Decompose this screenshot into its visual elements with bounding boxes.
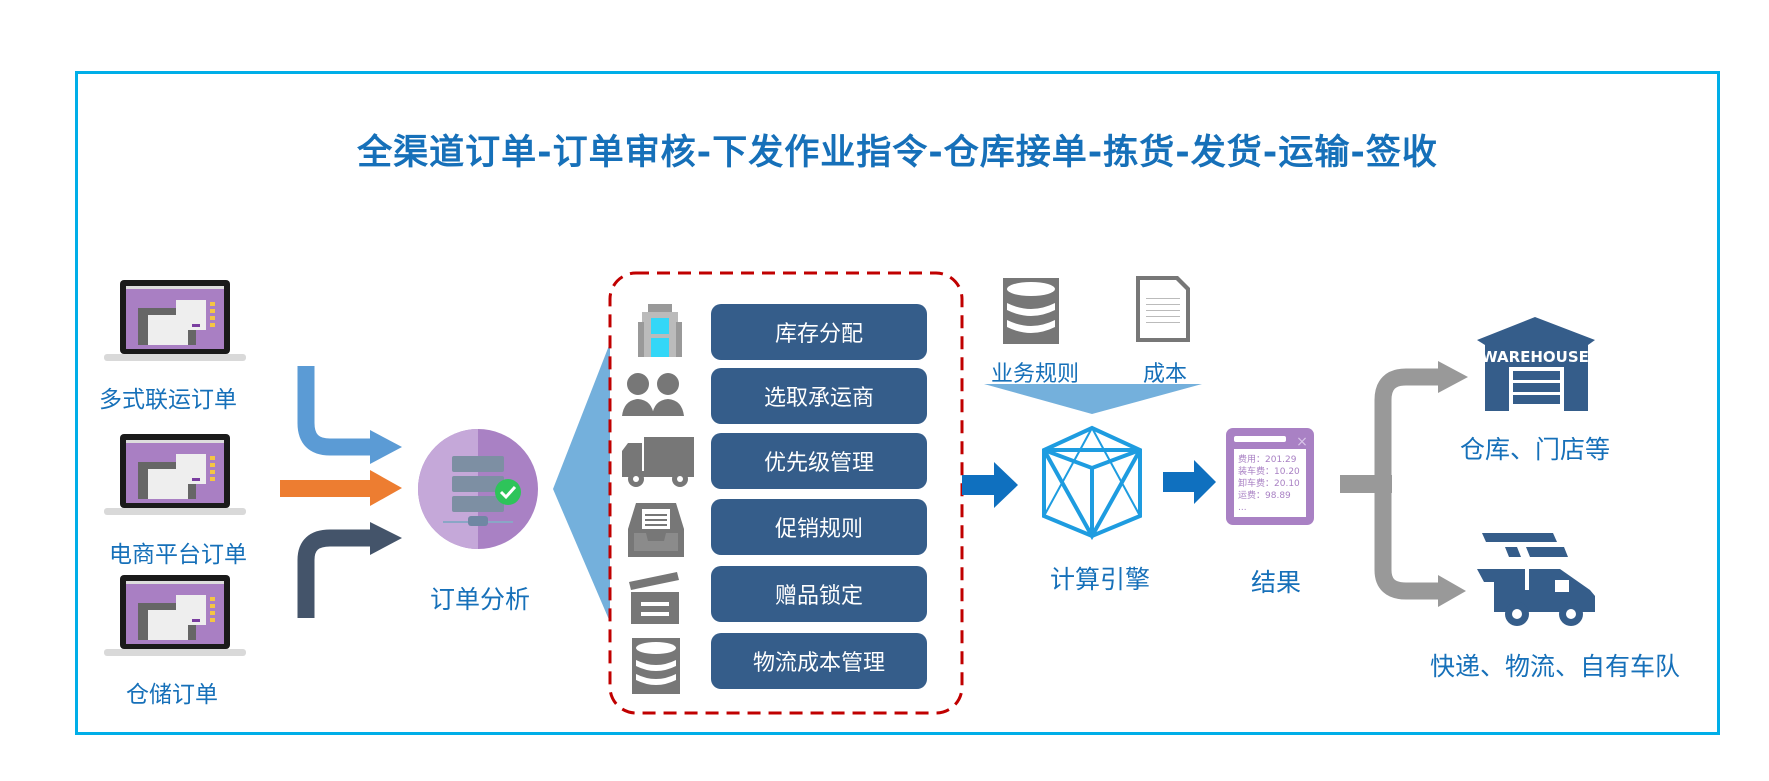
document-icon — [1136, 276, 1190, 342]
output-arrow-up — [1374, 368, 1450, 490]
analysis-label: 订单分析 — [429, 585, 531, 614]
result-line: 卸车费：20.10 — [1238, 477, 1300, 489]
flow-arrowhead-to-engine — [994, 462, 1018, 508]
flow-arrowhead-dark — [370, 522, 402, 555]
flow-arrow-orange — [280, 480, 380, 497]
output-label: 仓库、门店等 — [1459, 435, 1611, 464]
task-button[interactable]: 赠品锁定 — [711, 566, 927, 622]
result-line: 费用：201.29 — [1238, 453, 1297, 465]
diagram-title: 全渠道订单-订单审核-下发作业指令-仓库接单-拣货-发货-运输-签收 — [357, 133, 1438, 173]
result-line: 装车费：10.20 — [1238, 465, 1300, 477]
source-laptop-icon — [104, 434, 246, 515]
delivery-truck-icon — [1477, 533, 1595, 626]
task-button[interactable]: 库存分配 — [711, 304, 927, 360]
output-arrowhead-down — [1438, 575, 1466, 607]
source-laptop-icon — [104, 280, 246, 361]
warehouse-icon: WAREHOUSE — [1477, 317, 1595, 411]
flow-arrowhead-to-result — [1194, 460, 1216, 504]
input-label: 业务规则 — [990, 362, 1080, 387]
source-label: 仓储订单 — [126, 682, 218, 708]
output-arrow-down — [1374, 480, 1450, 600]
source-label: 电商平台订单 — [109, 542, 247, 568]
rules-database-icon — [1003, 278, 1059, 344]
polyhedron-icon — [1042, 425, 1142, 541]
inbox-tray-icon — [628, 503, 684, 557]
server-check-icon — [418, 429, 538, 549]
output-label: 快递、物流、自有车队 — [1429, 652, 1681, 681]
flow-arrowhead-blue — [370, 430, 402, 464]
flow-arrow-to-result — [1163, 472, 1197, 492]
result-card: × 费用：201.29装车费：10.20卸车费：20.10运费：98.89... — [1226, 428, 1314, 525]
flow-arrowhead-orange — [370, 470, 402, 506]
result-label: 结果 — [1250, 568, 1302, 597]
people-icon — [622, 373, 684, 416]
diagram-frame — [75, 71, 1720, 735]
svg-text:×: × — [1296, 434, 1308, 450]
clapperboard-icon — [629, 572, 679, 624]
input-label: 成本 — [1142, 362, 1188, 387]
building-icon — [638, 304, 682, 357]
engine-label: 计算引擎 — [1049, 565, 1151, 594]
output-arrowhead-up — [1438, 361, 1468, 393]
warehouse-sign-text: WAREHOUSE — [1481, 348, 1589, 366]
task-button[interactable]: 物流成本管理 — [711, 633, 927, 689]
source-label: 多式联运订单 — [99, 387, 237, 413]
result-line: ... — [1238, 503, 1247, 513]
flow-arrow-to-engine — [962, 475, 996, 495]
truck-icon — [622, 437, 694, 487]
result-line: 运费：98.89 — [1238, 489, 1291, 501]
task-button[interactable]: 优先级管理 — [711, 433, 927, 489]
inputs-funnel — [984, 384, 1202, 414]
database-icon — [632, 638, 680, 694]
flow-arrow-blue — [297, 366, 378, 456]
expand-funnel — [553, 343, 610, 622]
flow-arrow-dark — [297, 529, 378, 618]
task-button[interactable]: 选取承运商 — [711, 368, 927, 424]
source-laptop-icon — [104, 575, 246, 656]
task-button[interactable]: 促销规则 — [711, 499, 927, 555]
